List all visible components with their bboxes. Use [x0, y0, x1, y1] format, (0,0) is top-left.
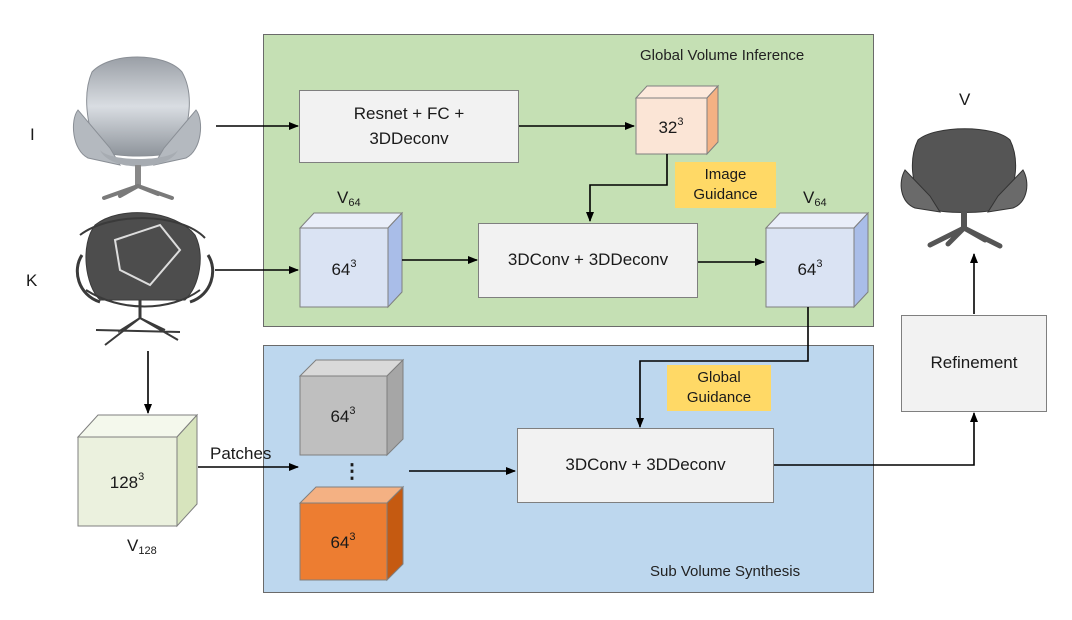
cube-64-output	[764, 211, 870, 309]
cube-128	[76, 413, 199, 528]
input-sketch	[75, 212, 215, 346]
patch-orange-label: 643	[330, 531, 356, 552]
image-guidance-tag: Image Guidance	[675, 162, 776, 208]
cube-32	[634, 84, 720, 156]
input-sketch-label: K	[26, 271, 38, 290]
output-label: V	[959, 90, 971, 109]
global-guidance-line2: Guidance	[686, 389, 752, 406]
cube-64-input	[298, 211, 404, 309]
global-3dconv-3ddeconv-box: 3DConv + 3DDeconv	[478, 223, 698, 298]
resnet-line1: Resnet + FC +	[353, 103, 465, 123]
patch-ellipsis: ⋮	[342, 460, 362, 483]
patches-label: Patches	[210, 444, 272, 463]
patch-cube-gray	[298, 358, 405, 457]
cube-32-label: 323	[658, 116, 684, 137]
image-guidance-line2: Guidance	[693, 186, 758, 203]
cube-128-label: 1283	[109, 471, 145, 492]
arrow-conv-to-refinement	[773, 412, 978, 466]
sub-panel-title: Sub Volume Synthesis	[650, 563, 801, 580]
sub-3dconv-3ddeconv-box: 3DConv + 3DDeconv	[517, 428, 774, 503]
global-guidance-tag: Global Guidance	[667, 365, 771, 411]
cube-64-output-label: 643	[797, 258, 823, 279]
v64-output-label: V64	[803, 188, 827, 209]
arrow-global-guidance	[636, 307, 809, 428]
global-panel-title: Global Volume Inference	[640, 47, 805, 64]
v64-input-label: V64	[337, 188, 361, 209]
patch-cube-orange	[298, 485, 405, 582]
input-chair-image	[72, 56, 202, 200]
resnet-fc-3ddeconv-box: Resnet + FC + 3DDeconv	[299, 90, 519, 163]
input-image-label: I	[30, 125, 35, 144]
global-guidance-line1: Global	[697, 368, 741, 386]
v128-label: V128	[127, 536, 157, 557]
cube-64-input-label: 643	[331, 258, 357, 279]
resnet-line2: 3DDeconv	[369, 128, 449, 148]
flow-arrows	[144, 122, 978, 475]
image-guidance-line1: Image	[704, 165, 747, 183]
output-chair-volume	[900, 128, 1028, 249]
refinement-box: Refinement	[901, 315, 1047, 412]
arrow-32-to-conv	[586, 154, 668, 222]
patch-gray-label: 643	[330, 405, 356, 426]
